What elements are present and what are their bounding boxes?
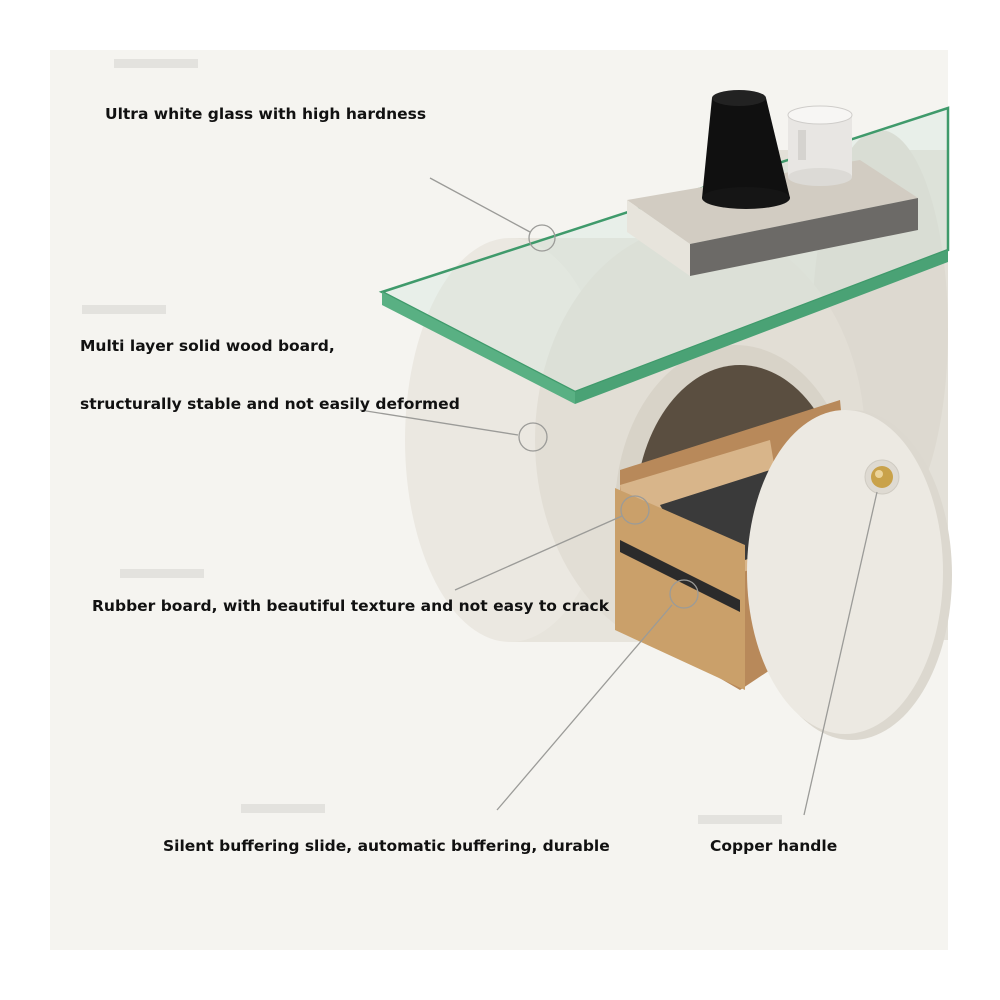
rubber-leader-line xyxy=(454,515,623,591)
placeholder-bar xyxy=(698,815,782,824)
board-callout-circle xyxy=(518,422,548,452)
placeholder-bar xyxy=(120,569,204,578)
drawer-door xyxy=(747,410,952,740)
placeholder-bar xyxy=(114,59,198,68)
copper-handle xyxy=(864,459,900,495)
glass-leader-line xyxy=(429,177,531,233)
glass-feature-label: Ultra white glass with high hardness xyxy=(105,105,427,123)
rubber-callout-circle xyxy=(620,495,650,525)
placeholder-bar xyxy=(82,305,166,314)
handle-leader-line xyxy=(803,491,878,816)
drawer-side xyxy=(615,488,745,690)
slide-callout-circle xyxy=(669,579,699,609)
callout-markers xyxy=(359,177,878,816)
slide-feature-label: Silent buffering slide, automatic buffer… xyxy=(163,837,610,855)
placeholder-bar xyxy=(241,804,325,813)
slide-leader-line xyxy=(496,604,673,811)
wood-board-feature-label-line1: Multi layer solid wood board, xyxy=(80,337,335,355)
glass-callout-circle xyxy=(528,224,556,252)
buffering-slide xyxy=(620,540,740,612)
board-leader-line xyxy=(359,409,519,436)
rubber-board-feature-label: Rubber board, with beautiful texture and… xyxy=(92,597,610,615)
lamp xyxy=(702,90,790,209)
copper-handle-feature-label: Copper handle xyxy=(710,837,838,855)
wood-board-feature-label-line2: structurally stable and not easily defor… xyxy=(80,395,460,413)
candle xyxy=(787,105,853,186)
